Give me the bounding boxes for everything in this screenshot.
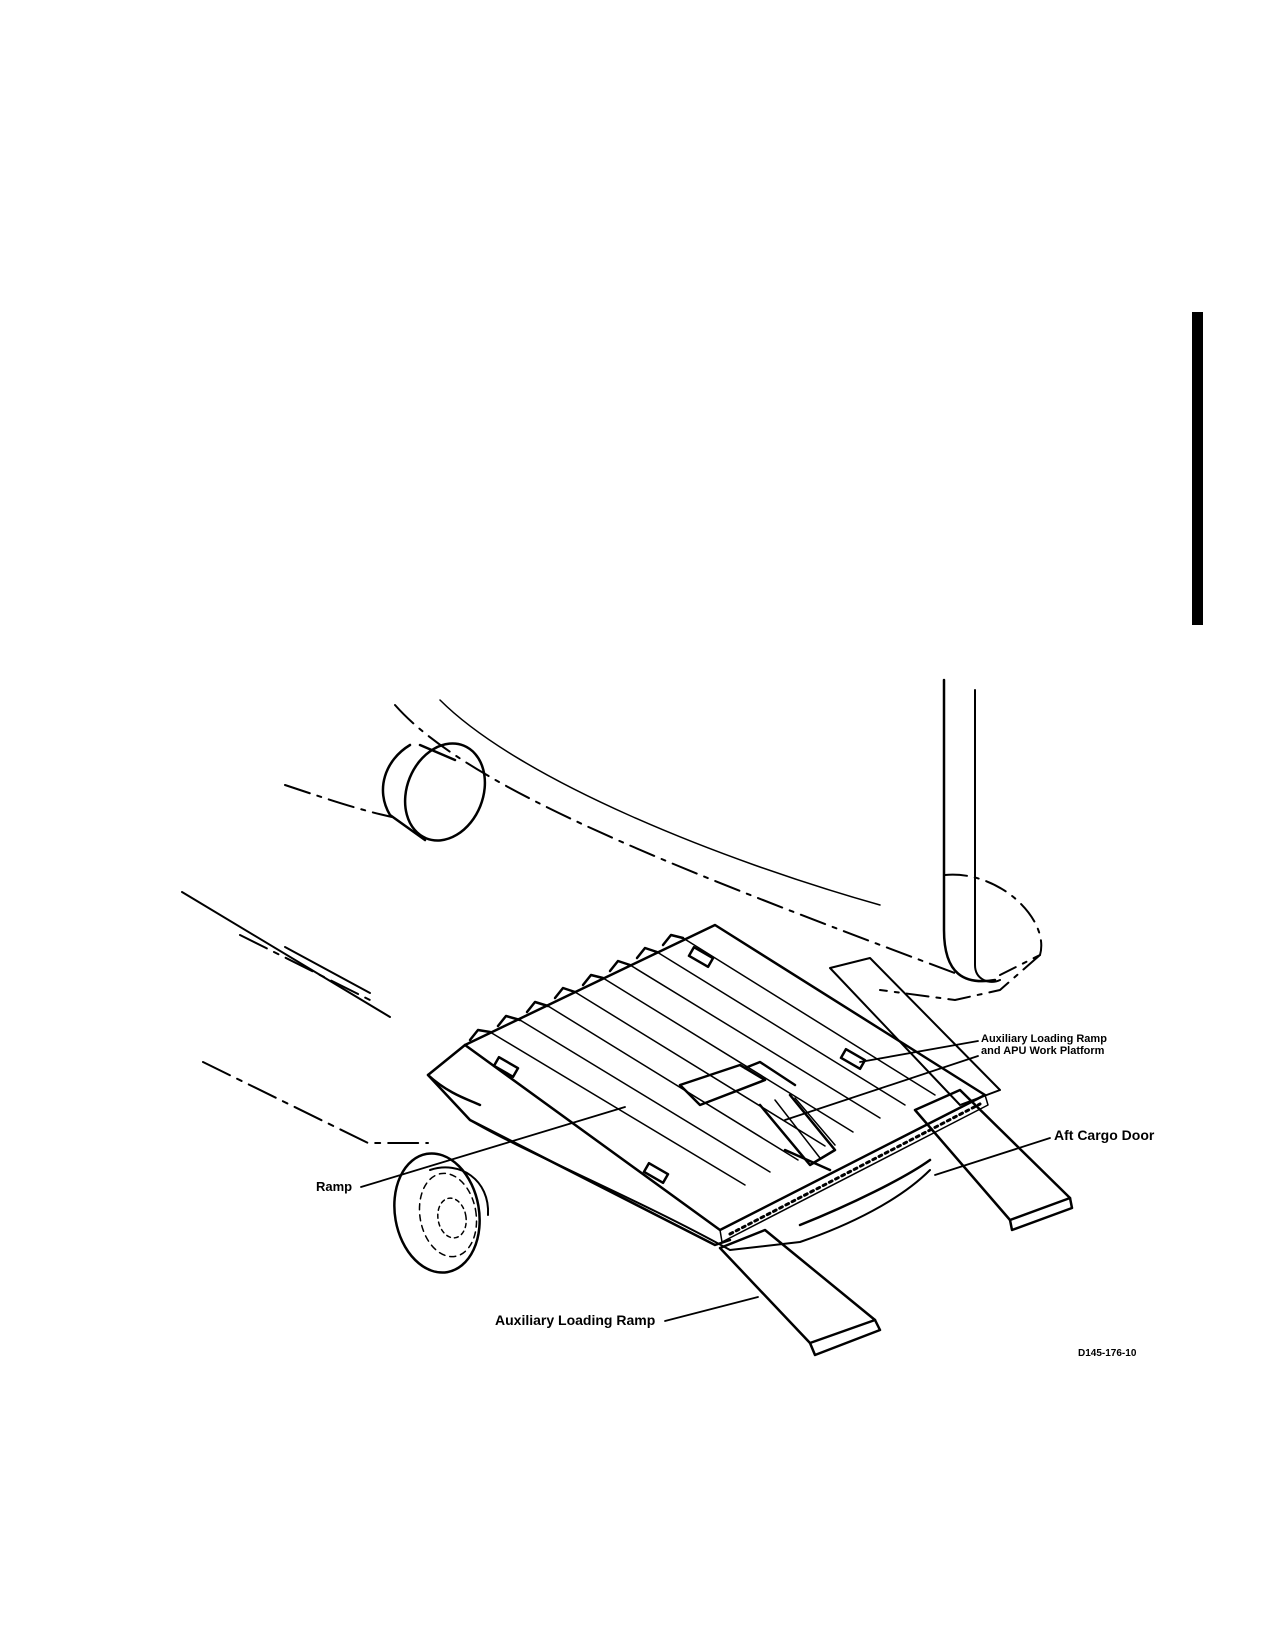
- revision-change-bar: [1192, 312, 1203, 625]
- leader-lines: [360, 1040, 1051, 1322]
- aux-ramp-platform-label-line2: and APU Work Platform: [981, 1044, 1105, 1057]
- fuselage-outline: [181, 678, 1043, 1144]
- ramp-deck: [426, 923, 989, 1251]
- aux-ramp-platform-label-line1: Auxiliary Loading Ramp: [981, 1033, 1107, 1045]
- auxiliary-loading-ramp-right: [913, 1088, 1074, 1232]
- auxiliary-loading-ramp-label: Auxiliary Loading Ramp: [495, 1312, 656, 1328]
- figure-id: D145-176-10: [1078, 1348, 1137, 1359]
- auxiliary-loading-ramp-left: [718, 1228, 882, 1357]
- aft-cargo-door-label: Aft Cargo Door: [1054, 1127, 1155, 1143]
- aft-cargo-door-shape: [829, 957, 1001, 1106]
- ramp-label: Ramp: [316, 1179, 353, 1194]
- main-landing-wheel: [393, 1152, 490, 1274]
- apu-work-platform: [678, 1060, 837, 1172]
- aux-ramp-platform-label: Auxiliary Loading Ramp and APU Work Plat…: [981, 1033, 1107, 1057]
- apu-exhaust-cylinder: [381, 742, 487, 842]
